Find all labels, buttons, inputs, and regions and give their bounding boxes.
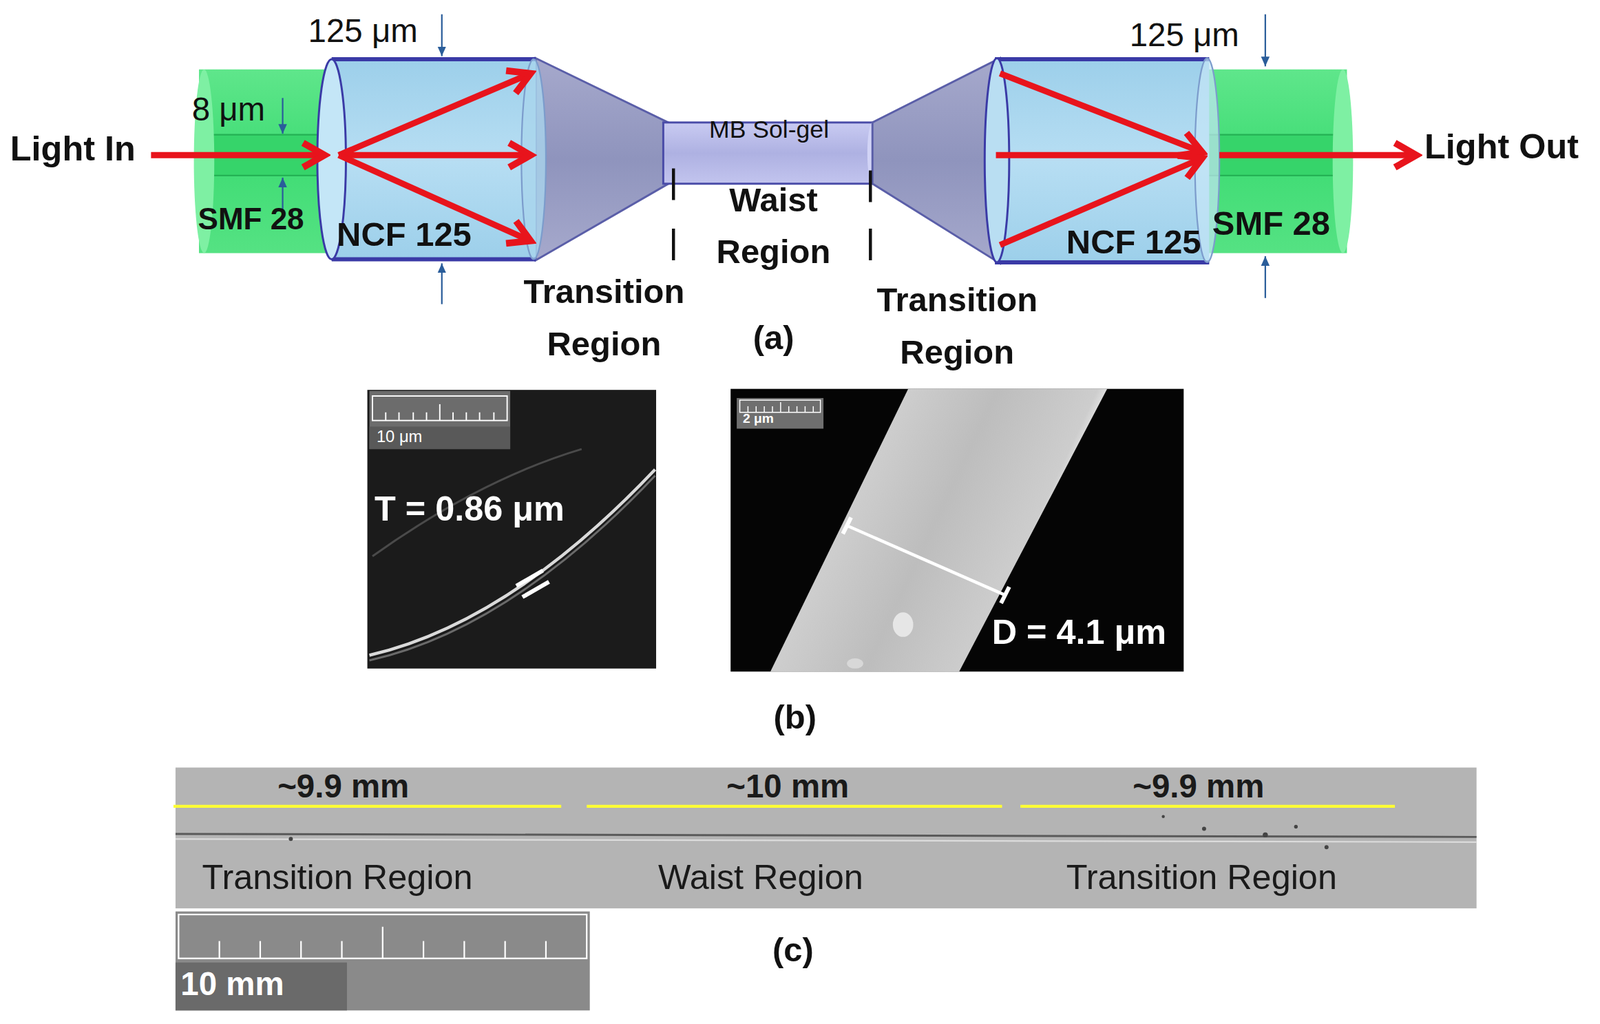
- node-text: 2 μm: [742, 411, 774, 427]
- node-text: ~9.9 mm: [1132, 767, 1265, 806]
- node-text: SMF 28: [198, 201, 305, 237]
- figure-label: Light Out: [1424, 126, 1579, 167]
- sem-image: 10 μm T = 0.86 μm: [367, 389, 657, 669]
- scale-bar: 10 mm: [175, 911, 591, 1011]
- ncf-fiber-segment: NCF 125: [994, 57, 1209, 263]
- figure-label: (c): [772, 930, 814, 970]
- ncf-fiber-segment: NCF 125: [331, 57, 536, 260]
- node-text: ~9.9 mm: [277, 767, 409, 806]
- sem-strip-image: ~9.9 mm ~10 mm ~9.9 mm Transition Region Wai…: [175, 767, 1477, 909]
- sem-image: 2 μm D = 4.1 μm: [730, 388, 1184, 672]
- node-text: NCF 125: [1066, 222, 1202, 261]
- waist-segment: MB Sol-gel: [662, 122, 876, 184]
- figure-label: Light In: [10, 128, 136, 169]
- node-text: T = 0.86 μm: [374, 488, 565, 529]
- figure-label: (a): [753, 318, 795, 357]
- smf-fiber-segment: SMF 28: [1204, 69, 1348, 254]
- figure-label: 125 μm: [308, 12, 418, 51]
- node-text: MB Sol-gel: [709, 114, 829, 144]
- node-text: Transition Region: [1066, 857, 1338, 898]
- node-text: ~10 mm: [726, 767, 849, 806]
- figure-label: Waist Region: [696, 173, 850, 279]
- figure-label: Transition Region: [850, 273, 1065, 378]
- node-text: Waist Region: [658, 857, 864, 898]
- figure-label: (b): [773, 698, 816, 737]
- figure-label: 8 μm: [192, 90, 266, 129]
- node-text: NCF 125: [336, 215, 472, 255]
- figure-label: 125 μm: [1129, 16, 1240, 55]
- node-text: D = 4.1 μm: [992, 612, 1167, 652]
- node-text: Transition Region: [201, 857, 473, 898]
- node-text: 10 mm: [180, 965, 284, 1004]
- figure-label: Transition Region: [497, 265, 712, 370]
- node-text: SMF 28: [1212, 203, 1331, 243]
- node-text: 10 μm: [376, 427, 423, 447]
